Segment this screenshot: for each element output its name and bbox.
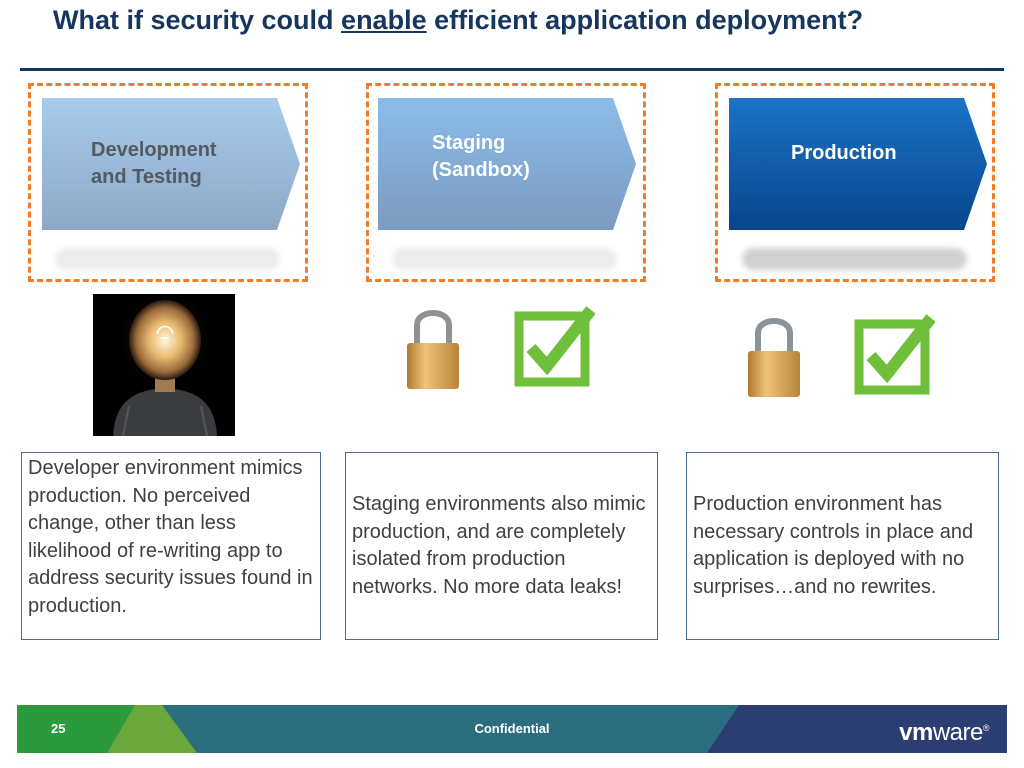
footer-navy-accent	[707, 705, 1007, 753]
footer-green-accent	[17, 705, 197, 753]
chevron-development	[42, 98, 300, 230]
footer-bar: 25 Confidential vmware®	[17, 705, 1007, 753]
title-underline-rule	[20, 68, 1004, 71]
stage-shadow-development	[55, 248, 280, 270]
stage-box-development	[28, 83, 308, 282]
stage-label-production: Production	[791, 142, 897, 164]
checkbox-checked-icon	[513, 306, 596, 393]
chevron-production	[729, 98, 987, 230]
description-staging: Staging environments also mimic producti…	[345, 452, 658, 640]
slide-title: What if security could enable efficient …	[53, 3, 953, 37]
page-number: 25	[51, 721, 66, 736]
lightbulb-head-photo	[93, 294, 235, 436]
stage-label-staging: Staging (Sandbox)	[432, 132, 530, 181]
stage-shadow-staging	[392, 248, 617, 270]
vmware-logo: vmware®	[899, 719, 989, 746]
padlock-icon	[746, 313, 802, 403]
confidential-label: Confidential	[474, 721, 550, 736]
description-production: Production environment has necessary con…	[686, 452, 999, 640]
title-part2: efficient application deployment?	[426, 5, 864, 35]
checkbox-checked-icon	[853, 314, 936, 401]
stage-shadow-production	[742, 248, 967, 270]
title-emphasis: enable	[341, 5, 427, 35]
stage-box-staging	[366, 83, 646, 282]
stage-box-production	[715, 83, 995, 282]
chevron-staging	[378, 98, 636, 230]
padlock-icon	[405, 305, 461, 395]
stage-label-development: Development and Testing	[91, 139, 217, 188]
title-part1: What if security could	[53, 5, 342, 35]
description-development: Developer environment mimics production.…	[21, 452, 321, 640]
